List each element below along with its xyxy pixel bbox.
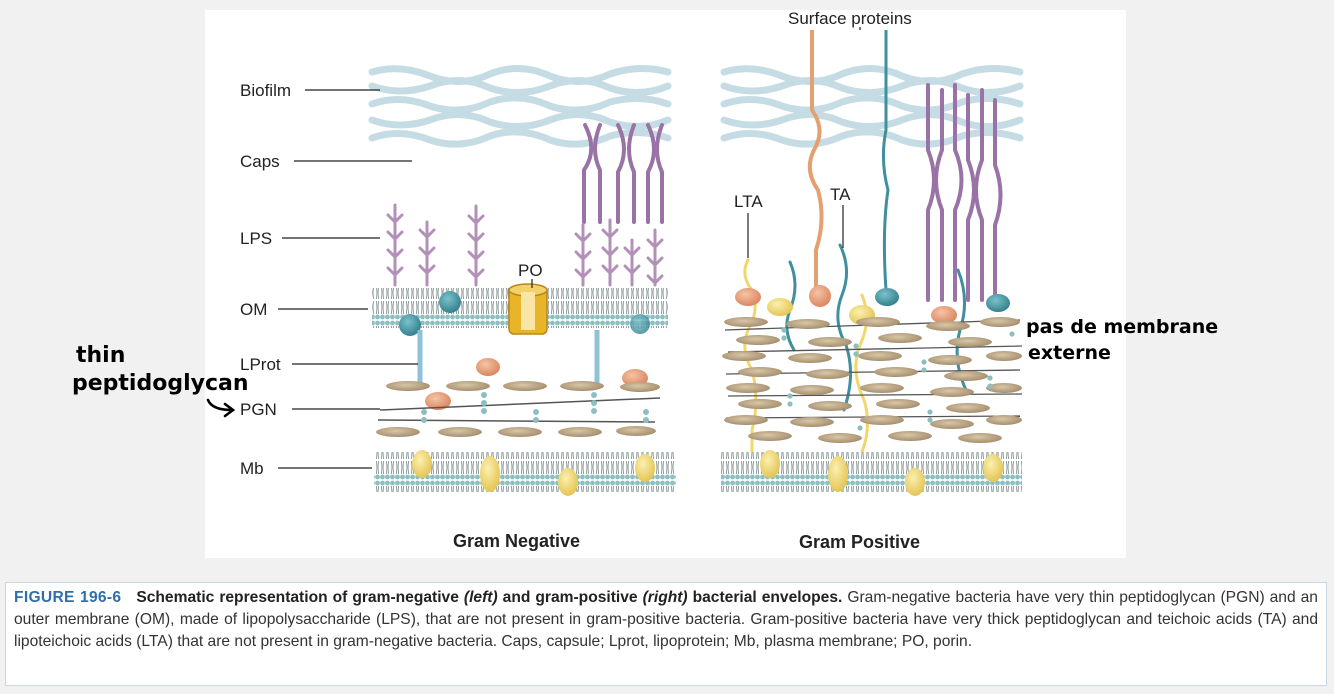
handwritten-pas-de-membrane: pas de membrane — [1026, 316, 1218, 338]
thick-layer-protein-1 — [735, 288, 761, 306]
biofilm-layer-left — [368, 65, 672, 148]
surface-protein-orange — [807, 30, 824, 290]
figure-caption: FIGURE 196-6 Schematic representation of… — [5, 582, 1327, 686]
figure-number: FIGURE 196-6 — [14, 589, 122, 606]
thick-peptidoglycan-layer — [722, 317, 1023, 443]
surface-protein-orange-head — [809, 285, 831, 307]
handwritten-externe: externe — [1028, 342, 1111, 364]
membrane-proteins-left — [412, 450, 655, 496]
om-protein-teal-2 — [399, 314, 421, 336]
label-om: OM — [240, 300, 267, 319]
label-po: PO — [518, 261, 543, 280]
label-lprot: LProt — [240, 355, 281, 374]
title-gram-negative: Gram Negative — [453, 531, 580, 551]
caption-title: Schematic representation of gram-negativ… — [136, 589, 843, 606]
capsule-chains-right — [926, 83, 1003, 302]
surface-protein-teal-head — [875, 288, 899, 306]
label-caps: Caps — [240, 152, 280, 171]
thick-layer-protein-2 — [767, 298, 793, 316]
label-leader-lines — [278, 27, 861, 469]
handwritten-thin: thin — [76, 343, 125, 368]
label-surface-proteins: Surface proteins — [788, 9, 912, 28]
om-protein-teal — [439, 291, 461, 313]
gram-negative-envelope — [368, 65, 676, 496]
label-ta: TA — [830, 185, 851, 204]
gram-positive-envelope — [720, 30, 1024, 496]
label-lta: LTA — [734, 192, 763, 211]
lipoprotein-stalks — [417, 330, 600, 385]
label-biofilm: Biofilm — [240, 81, 291, 100]
thin-peptidoglycan-layer — [376, 381, 661, 437]
om-protein-teal-3 — [630, 314, 650, 334]
caption-body: Gram-negative bacteria have very thin pe… — [14, 589, 1318, 650]
periplasm-protein-1 — [476, 358, 500, 376]
porin-icon — [508, 283, 548, 335]
label-pgn: PGN — [240, 400, 277, 419]
surface-protein-teal — [881, 30, 890, 291]
label-lps: LPS — [240, 229, 272, 248]
membrane-proteins-right — [760, 450, 1003, 496]
handwritten-peptidoglycan: peptidoglycan — [72, 371, 249, 396]
thick-layer-protein-4 — [931, 306, 957, 324]
lps-molecules — [386, 203, 664, 287]
thick-layer-protein-5 — [986, 294, 1010, 312]
label-mb: Mb — [240, 459, 264, 478]
periplasm-protein-3 — [425, 392, 451, 410]
title-gram-positive: Gram Positive — [799, 532, 920, 552]
biofilm-layer-right — [720, 65, 1024, 148]
handwritten-arrow-icon — [206, 398, 236, 418]
lps-long-chains-left — [582, 123, 664, 224]
